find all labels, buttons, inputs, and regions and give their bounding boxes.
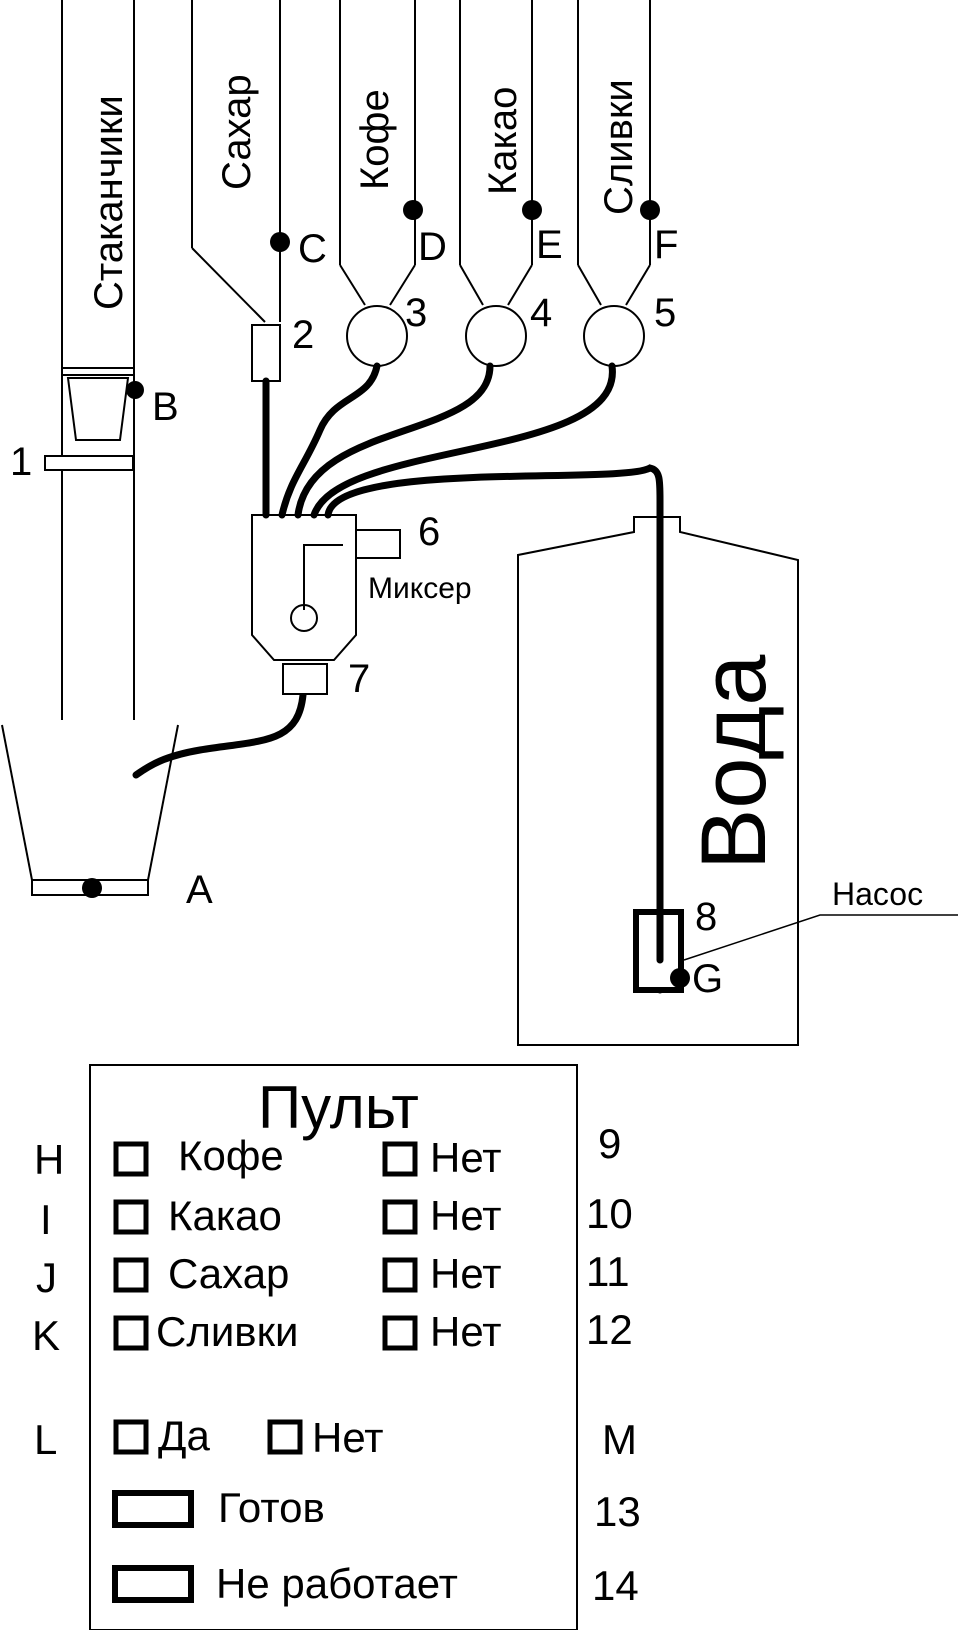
mixer-number: 6 bbox=[418, 510, 440, 554]
sensor-F-label: F bbox=[654, 223, 678, 267]
cream-label: Сливки bbox=[597, 79, 641, 215]
row-number-14: 14 bbox=[592, 1562, 639, 1609]
row-letter-J: J bbox=[36, 1254, 57, 1301]
sugar-empty-indicator bbox=[382, 1257, 418, 1293]
sugar-label: Сахар bbox=[215, 74, 259, 190]
coffee-doser-number: 3 bbox=[405, 291, 427, 335]
row-letter-M: M bbox=[602, 1416, 637, 1463]
coffee-button[interactable] bbox=[113, 1141, 149, 1177]
row-letter-K: K bbox=[32, 1312, 60, 1359]
cocoa-label: Какао bbox=[481, 87, 525, 195]
cream-hopper: Сливки F 5 bbox=[577, 0, 678, 367]
cocoa-doser-number: 4 bbox=[530, 291, 552, 335]
cocoa-button-label: Какао bbox=[168, 1192, 282, 1239]
row-number-13: 13 bbox=[594, 1488, 641, 1535]
sugar-button-label: Сахар bbox=[168, 1250, 289, 1297]
hoses bbox=[132, 362, 664, 994]
cream-doser-5 bbox=[583, 305, 645, 367]
sensor-E-label: E bbox=[536, 223, 563, 267]
sensor-G-dot bbox=[670, 968, 690, 988]
sugar-hopper: Сахар C 2 bbox=[191, 0, 327, 382]
row-number-9: 9 bbox=[598, 1120, 621, 1167]
outlet-valve-7 bbox=[282, 663, 328, 695]
sensor-C-label: C bbox=[298, 227, 327, 271]
row-letter-H: H bbox=[34, 1136, 64, 1183]
row-number-11: 11 bbox=[586, 1248, 630, 1295]
mixer: 6 Миксер 7 bbox=[251, 510, 472, 701]
cocoa-empty-label: Нет bbox=[430, 1192, 502, 1239]
row-number-10: 10 bbox=[586, 1190, 633, 1237]
cocoa-empty-indicator bbox=[382, 1199, 418, 1235]
cream-button-label: Сливки bbox=[156, 1308, 298, 1355]
cream-empty-indicator bbox=[382, 1315, 418, 1351]
mixer-impeller bbox=[290, 604, 318, 632]
yes-button-label: Да bbox=[158, 1412, 210, 1459]
sugar-valve-2 bbox=[251, 324, 281, 382]
sensor-B-label: B bbox=[152, 385, 179, 429]
control-panel: Пульт H Кофе Нет 9 I Какао Нет 10 J Саха… bbox=[32, 1064, 641, 1630]
cocoa-doser-4 bbox=[465, 305, 527, 367]
cocoa-button[interactable] bbox=[113, 1199, 149, 1235]
sensor-A-label: A bbox=[186, 868, 213, 912]
cup-stopper-1 bbox=[44, 455, 134, 471]
coffee-hopper: Кофе D 3 bbox=[339, 0, 447, 367]
coffee-empty-label: Нет bbox=[430, 1134, 502, 1181]
sensor-G-label: G bbox=[692, 957, 723, 1001]
ready-label: Готов bbox=[218, 1484, 325, 1531]
pump-label: Насос bbox=[832, 876, 923, 912]
cream-empty-label: Нет bbox=[430, 1308, 502, 1355]
output-cup: A bbox=[1, 724, 213, 912]
sugar-empty-label: Нет bbox=[430, 1250, 502, 1297]
sensor-F-dot bbox=[640, 200, 660, 220]
no-button[interactable] bbox=[267, 1419, 303, 1455]
coffee-button-label: Кофе bbox=[178, 1132, 284, 1179]
yes-button[interactable] bbox=[113, 1419, 149, 1455]
row-letter-I: I bbox=[40, 1196, 52, 1243]
sensor-B-dot bbox=[126, 381, 144, 399]
sensor-A-dot bbox=[82, 878, 102, 898]
water-label: Вода bbox=[683, 654, 785, 870]
sensor-C-dot bbox=[270, 232, 290, 252]
out-of-order-label: Не работает bbox=[216, 1560, 458, 1607]
sugar-valve-number: 2 bbox=[292, 313, 314, 357]
outlet-valve-number: 7 bbox=[348, 657, 370, 701]
coffee-empty-indicator bbox=[382, 1141, 418, 1177]
coffee-doser-3 bbox=[346, 305, 408, 367]
sensor-D-label: D bbox=[418, 225, 447, 269]
pump-number: 8 bbox=[695, 895, 717, 939]
sensor-E-dot bbox=[522, 200, 542, 220]
sugar-button[interactable] bbox=[113, 1257, 149, 1293]
no-button-label: Нет bbox=[312, 1414, 384, 1461]
cups-label: Стаканчики bbox=[87, 95, 131, 310]
row-number-12: 12 bbox=[586, 1306, 633, 1353]
coffee-label: Кофе bbox=[353, 89, 397, 190]
sensor-D-dot bbox=[403, 200, 423, 220]
cream-button[interactable] bbox=[113, 1315, 149, 1351]
cup-dispenser: Стаканчики B 1 bbox=[10, 0, 179, 720]
cream-doser-number: 5 bbox=[654, 291, 676, 335]
stopper-number: 1 bbox=[10, 440, 32, 484]
row-letter-L: L bbox=[34, 1416, 57, 1463]
cocoa-hopper: Какао E 4 bbox=[459, 0, 563, 367]
panel-title: Пульт bbox=[258, 1074, 419, 1141]
out-of-order-indicator bbox=[112, 1565, 194, 1603]
ready-indicator bbox=[112, 1490, 194, 1528]
mixer-motor-6 bbox=[355, 529, 401, 559]
mixer-label: Миксер bbox=[368, 572, 472, 605]
water-tank: Вода G 8 Насос bbox=[517, 516, 958, 1046]
